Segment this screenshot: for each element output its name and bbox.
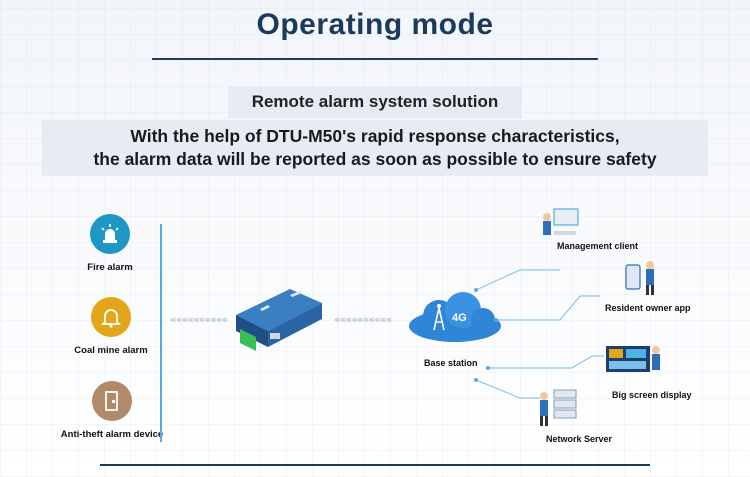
arrows-right: «««««««««« <box>334 313 392 326</box>
base-station-label: Base station <box>424 358 478 368</box>
server-user-icon <box>540 389 577 426</box>
alarm-bus-line <box>160 224 162 442</box>
page-title: Operating mode <box>256 8 494 41</box>
alarm-label-fire: Fire alarm <box>87 262 133 273</box>
description-line-2: the alarm data will be reported as soon … <box>93 149 657 169</box>
client-label-network-server: Network Server <box>546 434 613 444</box>
alarm-item-anti-theft: Anti-theft alarm device <box>42 381 182 440</box>
alarm-label-anti-theft: Anti-theft alarm device <box>60 429 164 440</box>
subtitle: Remote alarm system solution <box>228 86 522 118</box>
siren-icon <box>90 214 130 254</box>
computer-user-icon <box>543 208 579 235</box>
big-screen-icon <box>606 346 660 372</box>
description: With the help of DTU-M50's rapid respons… <box>42 120 708 176</box>
base-station-badge: 4G <box>452 312 467 324</box>
client-label-big-screen: Big screen display <box>612 390 692 400</box>
alarm-item-fire: Fire alarm <box>70 214 150 273</box>
cloud-base-station-icon <box>409 292 501 342</box>
client-label-management: Management client <box>557 241 639 251</box>
alarm-item-coal-mine: Coal mine alarm <box>66 297 156 356</box>
client-label-resident-app: Resident owner app <box>605 303 691 313</box>
phone-user-icon <box>625 261 654 295</box>
door-lock-icon <box>92 381 132 421</box>
bell-icon <box>91 297 131 337</box>
alarm-label-coal-mine: Coal mine alarm <box>74 345 148 356</box>
arrows-left: «««««««««« <box>170 313 228 326</box>
description-line-1: With the help of DTU-M50's rapid respons… <box>130 126 620 146</box>
title-underline <box>152 58 598 60</box>
dtu-device-icon <box>236 289 322 351</box>
bottom-rule <box>100 464 650 466</box>
